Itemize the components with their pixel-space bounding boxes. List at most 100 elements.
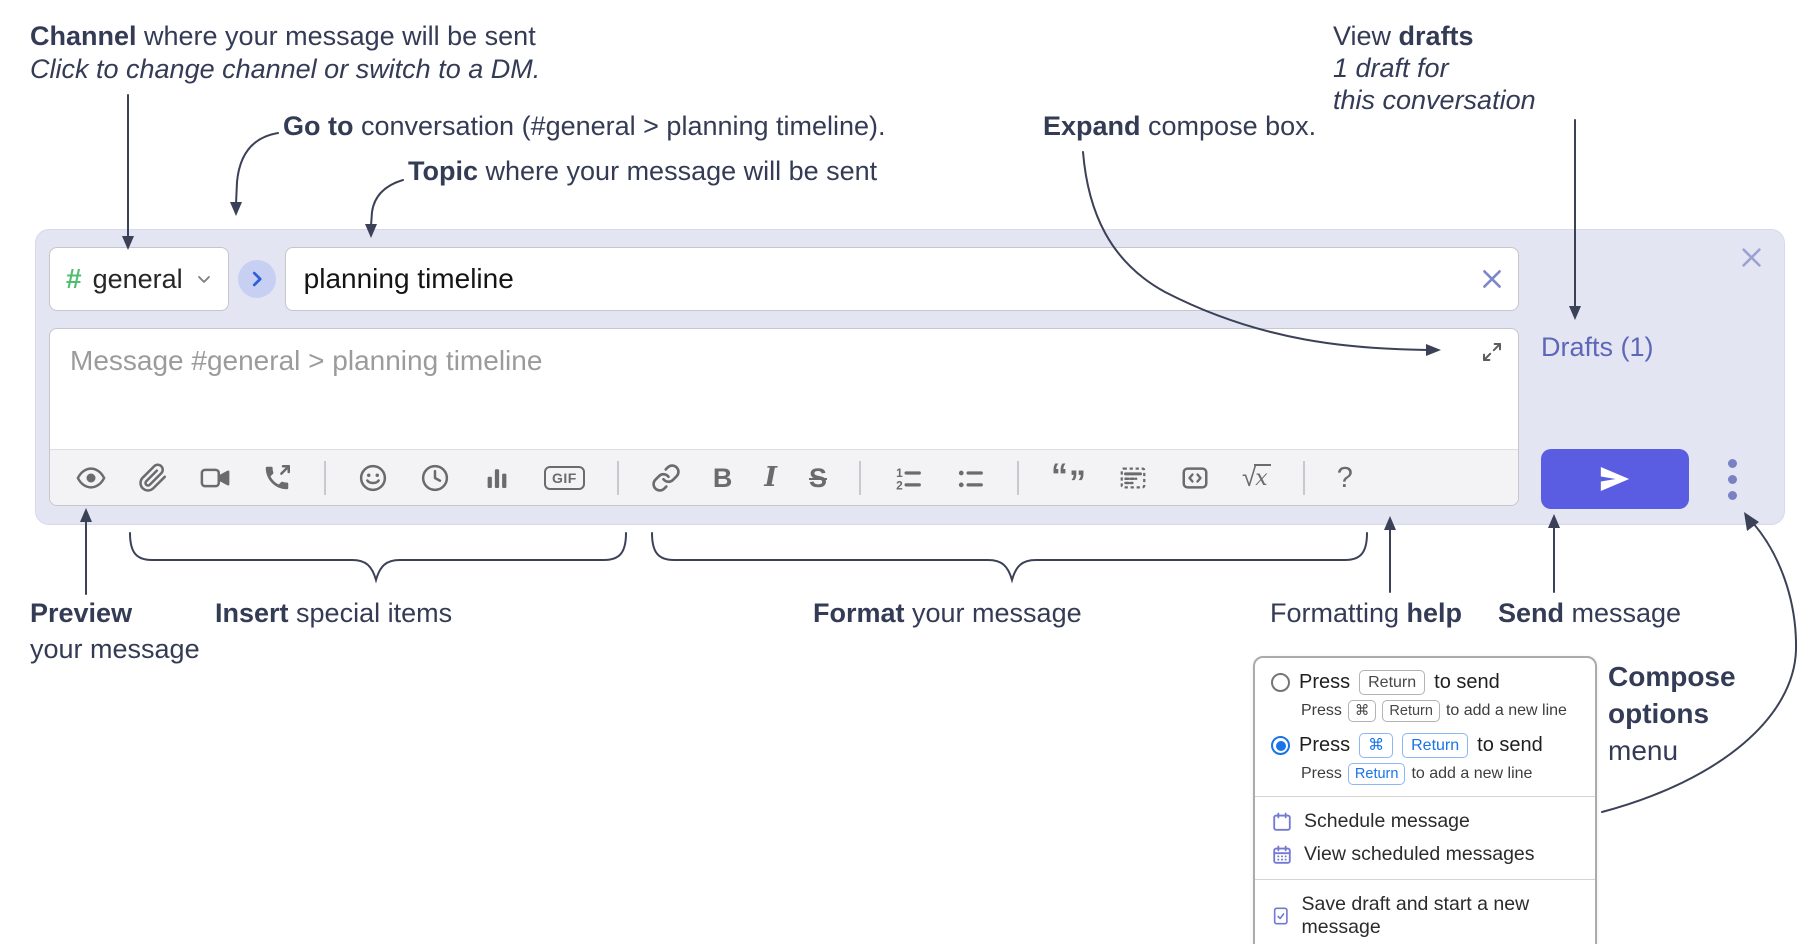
menu-item-view-scheduled-messages[interactable]: View scheduled messages <box>1271 838 1579 871</box>
send-option-return-sub: Press ⌘ Return to add a new line <box>1301 700 1579 722</box>
voice-call-button[interactable] <box>262 457 292 499</box>
key-return: Return <box>1402 733 1469 758</box>
strikethrough-icon: S <box>808 463 827 493</box>
topic-input[interactable] <box>284 247 1519 311</box>
annotation-drafts: View drafts 1 draft for this conversatio… <box>1333 21 1536 115</box>
annotation-topic: Topic where your message will be sent <box>408 156 878 186</box>
question-mark-icon: ? <box>1336 462 1353 494</box>
toolbar-divider <box>616 461 619 495</box>
bold-icon: B <box>712 463 733 493</box>
paper-plane-icon <box>1600 466 1630 492</box>
send-option-return-main: Press Return to send <box>1271 670 1579 695</box>
annotation-channel-sub: Click to change channel or switch to a D… <box>30 54 541 84</box>
annotation-send: Send message <box>1498 598 1682 628</box>
toolbar-divider <box>324 461 326 495</box>
link-button[interactable] <box>651 457 681 499</box>
numbered-list-icon: 1 2 <box>896 466 921 492</box>
menu-item-save-draft[interactable]: Save draft and start a new message <box>1271 888 1579 944</box>
annotation-channel-bold: Channel <box>30 21 137 51</box>
close-icon <box>1742 248 1761 267</box>
calendar-grid-icon <box>1273 845 1291 864</box>
dot <box>1727 474 1737 484</box>
dot <box>1727 458 1737 468</box>
annotation-format: Format your message <box>813 598 1082 628</box>
arrow-to-goto-button <box>235 132 279 205</box>
send-option-cmd-return-sub: Press Return to add a new line <box>1301 763 1579 785</box>
message-input[interactable] <box>50 329 1518 449</box>
chevron-right-icon <box>252 271 262 287</box>
send-option-return[interactable]: Press Return to send Press ⌘ Return to a… <box>1271 670 1579 722</box>
brace-insert-group <box>129 532 627 584</box>
math-button[interactable]: √x <box>1242 457 1271 499</box>
code-button[interactable] <box>1180 457 1210 499</box>
attach-file-button[interactable] <box>138 457 168 499</box>
menu-item-schedule-message[interactable]: Schedule message <box>1271 805 1579 838</box>
paperclip-icon <box>139 463 167 492</box>
video-call-button[interactable] <box>200 457 230 499</box>
svg-text:2: 2 <box>896 478 903 492</box>
calendar-icon <box>1273 812 1291 831</box>
bar-chart-icon <box>487 469 507 488</box>
channel-name: general <box>92 263 183 294</box>
bulleted-list-button[interactable] <box>955 457 985 499</box>
annotation-formatting-help: Formatting help <box>1270 598 1463 628</box>
gif-icon: GIF <box>544 466 585 490</box>
message-formatting-help-button[interactable]: ? <box>1337 457 1353 499</box>
chevron-down-icon <box>197 276 210 283</box>
file-check-icon <box>1273 907 1288 925</box>
send-options-menu: Press Return to send Press ⌘ Return to a… <box>1253 656 1597 944</box>
annotation-channel-rest: where your message will be sent <box>136 21 536 51</box>
bulleted-list-icon <box>958 470 983 488</box>
quote-button[interactable]: “” <box>1051 457 1086 502</box>
video-camera-icon <box>200 468 230 488</box>
drafts-link[interactable]: Drafts (1) <box>1541 332 1654 362</box>
annotation-compose-options: Compose options menu <box>1608 661 1736 766</box>
spoiler-icon <box>1120 467 1146 489</box>
annotation-channel: Channel where your message will be sent … <box>30 20 540 86</box>
add-gif-button[interactable]: GIF <box>544 457 585 499</box>
menu-divider <box>1255 879 1595 880</box>
channel-hash-icon: # <box>66 263 82 294</box>
send-button[interactable] <box>1541 449 1689 509</box>
spoiler-button[interactable] <box>1118 457 1148 499</box>
emoji-button[interactable] <box>358 457 388 499</box>
annotation-preview: Preview your message <box>30 598 200 664</box>
expand-compose-button[interactable] <box>1480 340 1504 364</box>
send-option-cmd-return[interactable]: Press ⌘ Return to send Press Return to a… <box>1271 733 1579 785</box>
radio-unselected-icon[interactable] <box>1271 673 1290 692</box>
menu-divider <box>1255 796 1595 797</box>
toolbar-divider <box>859 461 861 495</box>
toolbar-divider <box>1017 461 1019 495</box>
bold-button[interactable]: B <box>713 457 733 499</box>
send-option-cmd-return-main: Press ⌘ Return to send <box>1271 733 1579 758</box>
channel-selector[interactable]: # general <box>49 247 229 311</box>
add-poll-button[interactable] <box>482 457 512 499</box>
dot <box>1727 490 1737 500</box>
clock-icon <box>421 464 449 492</box>
arrow-to-topic-input <box>370 179 404 227</box>
message-box: GIF B I S <box>49 328 1519 506</box>
close-icon <box>1483 270 1501 288</box>
key-return: Return <box>1382 700 1440 722</box>
close-compose-button[interactable] <box>1738 244 1765 271</box>
key-return: Return <box>1347 763 1406 785</box>
code-icon <box>1182 467 1208 489</box>
numbered-list-button[interactable]: 1 2 <box>893 457 923 499</box>
eye-icon <box>76 467 106 489</box>
go-to-conversation-button[interactable] <box>237 260 276 298</box>
add-global-time-button[interactable] <box>420 457 450 499</box>
preview-button[interactable] <box>76 457 106 499</box>
compose-recipient-row: # general <box>49 247 1519 311</box>
compose-options-menu-button[interactable] <box>1712 452 1752 506</box>
toolbar-divider <box>1302 461 1305 495</box>
topic-clear-button[interactable] <box>1479 266 1505 292</box>
italic-button[interactable]: I <box>764 457 777 499</box>
link-icon <box>652 464 680 492</box>
radio-selected-icon[interactable] <box>1271 736 1290 755</box>
key-cmd: ⌘ <box>1347 700 1377 722</box>
quote-icon: “” <box>1051 457 1086 502</box>
arrowhead <box>230 202 242 216</box>
italic-icon: I <box>764 462 777 493</box>
strikethrough-button[interactable]: S <box>809 457 827 499</box>
